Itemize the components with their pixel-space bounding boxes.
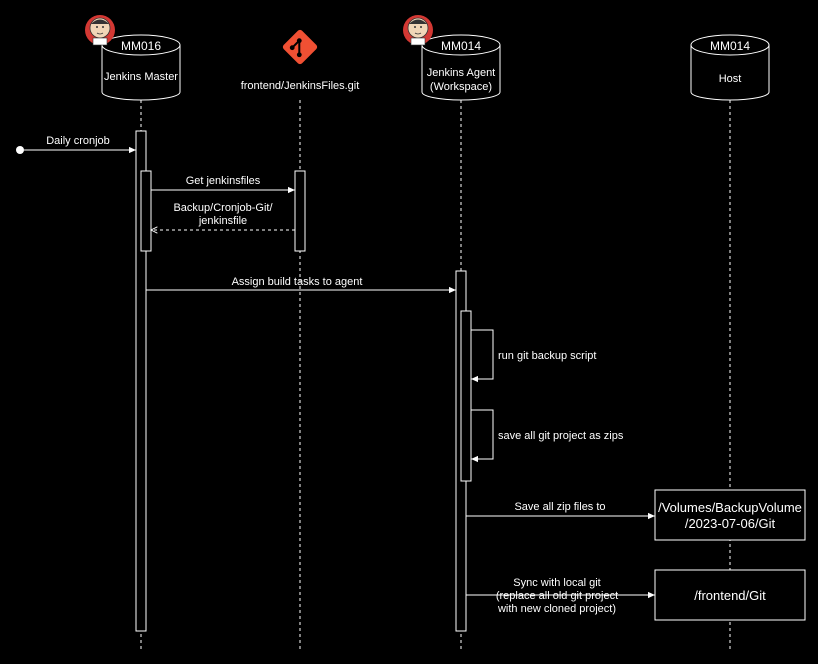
activation-agent-nested (460, 310, 472, 482)
repo-name-label: frontend/JenkinsFiles.git (241, 80, 360, 92)
label-save-zip-files: Save all zip files to (514, 501, 605, 513)
label-save-zips: save all git project as zips (498, 430, 624, 442)
label-sync-line3: with new cloned project) (497, 603, 616, 615)
host-server-label: MM014 (710, 39, 750, 53)
host-name-label: Host (719, 73, 742, 85)
label-return-line2: jenkinsfile (198, 215, 247, 227)
backup-volume-box[interactable] (654, 489, 806, 541)
message-save-zips (471, 409, 494, 463)
activation-master (135, 130, 147, 632)
agent-name-line1: Jenkins Agent (427, 67, 496, 79)
participant-master[interactable]: MM016 Jenkins Master (101, 34, 181, 101)
participant-agent[interactable]: MM014 Jenkins Agent (Workspace) (421, 34, 501, 101)
master-name-label: Jenkins Master (104, 71, 178, 83)
backup-volume-line2: /2023-07-06/Git (685, 516, 776, 531)
label-return-line1: Backup/Cronjob-Git/ (173, 202, 273, 214)
label-sync-line2: (replace all old git project (496, 590, 618, 602)
message-run-backup (471, 329, 494, 383)
start-dot (16, 146, 24, 154)
git-logo-icon (282, 29, 318, 65)
frontend-git-box[interactable] (654, 569, 806, 621)
label-sync-line1: Sync with local git (513, 577, 600, 589)
master-server-label: MM016 (121, 39, 161, 53)
agent-name-line2: (Workspace) (430, 81, 492, 93)
label-assign-tasks: Assign build tasks to agent (232, 276, 363, 288)
label-get-jenkinsfiles: Get jenkinsfiles (186, 175, 261, 187)
jenkins-butler-icon (85, 15, 115, 46)
participant-host[interactable]: MM014 Host (690, 34, 770, 101)
jenkins-butler-icon (403, 15, 433, 46)
label-daily-cronjob: Daily cronjob (46, 135, 110, 147)
activation-repo (294, 170, 306, 252)
agent-server-label: MM014 (441, 39, 481, 53)
frontend-git-label: /frontend/Git (694, 588, 766, 603)
label-run-backup: run git backup script (498, 350, 596, 362)
backup-volume-line1: /Volumes/BackupVolume (658, 500, 802, 515)
activation-master-nested (140, 170, 152, 252)
